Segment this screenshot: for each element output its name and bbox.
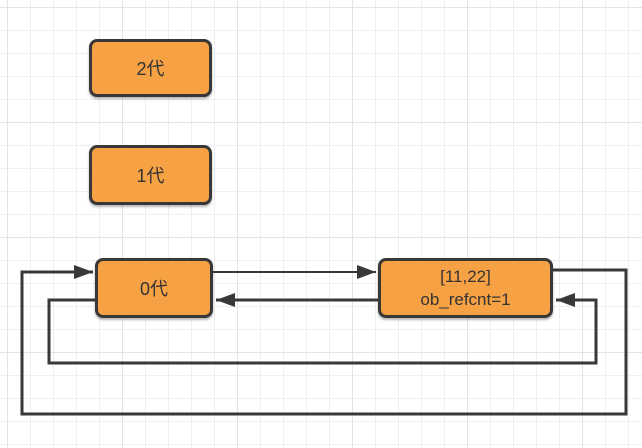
node-object-refcount: ob_refcnt=1 <box>420 290 511 309</box>
node-generation-2-label: 2代 <box>136 59 165 79</box>
node-generation-1: 1代 <box>89 145 212 205</box>
node-object-list: [11,22] ob_refcnt=1 <box>378 258 553 318</box>
edge-obj-to-gen0-outer-loop-arrow <box>20 265 628 416</box>
edge-gen0-to-obj-inner-loop-arrow <box>47 293 598 365</box>
node-generation-0: 0代 <box>95 258 213 318</box>
node-generation-2: 2代 <box>89 39 212 97</box>
node-generation-1-label: 1代 <box>136 166 165 186</box>
node-generation-0-label: 0代 <box>139 279 168 299</box>
node-object-value: [11,22] <box>440 267 491 286</box>
